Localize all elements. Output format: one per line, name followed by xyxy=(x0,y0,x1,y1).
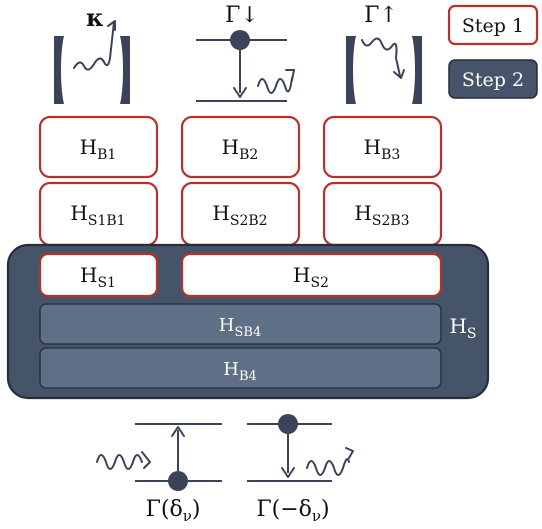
bath-b3-sub: B3 xyxy=(381,147,400,163)
svg-text:HB4: HB4 xyxy=(223,359,257,384)
svg-text:HS1: HS1 xyxy=(80,263,116,291)
coupling-sb4-sub: SB4 xyxy=(234,325,261,340)
system-block: HS HS1 HS2 HSB4 HB4 xyxy=(6,243,490,400)
coupling-s2b3-sub: S2B3 xyxy=(372,213,410,229)
svg-text:HB1: HB1 xyxy=(80,135,117,163)
emission-icon xyxy=(196,30,295,102)
system-s2-sub: S2 xyxy=(310,275,329,291)
bath-b1-main: H xyxy=(80,135,97,159)
bath-box-b4: HB4 xyxy=(39,347,442,389)
process-gamma-minus-delta-label: Γ(−δν) xyxy=(256,497,329,525)
bath-b3-main: H xyxy=(364,135,381,159)
legend-step1: Step 1 xyxy=(447,4,539,46)
legend-step2: Step 2 xyxy=(448,59,538,99)
coupling-sb4-main: H xyxy=(219,315,235,336)
bath-b1-sub: B1 xyxy=(97,147,116,163)
process-kappa-label: κ xyxy=(86,3,104,32)
system-s1-main: H xyxy=(80,263,97,287)
system-s2-main: H xyxy=(293,263,310,287)
bath-b2-sub: B2 xyxy=(239,147,258,163)
coupling-box-sb4: HSB4 xyxy=(39,303,442,345)
coupling-s2b3-main: H xyxy=(354,201,371,225)
system-label: HS xyxy=(449,314,476,342)
svg-text:HB2: HB2 xyxy=(222,135,259,163)
coupling-s2b2-sub: S2B2 xyxy=(230,213,268,229)
bath-box-b3: HB3 xyxy=(322,115,443,179)
process-gamma-up-label: Γ↑ xyxy=(364,3,398,28)
system-box-s1: HS1 xyxy=(38,252,159,298)
cavity-decay-icon xyxy=(54,20,130,104)
svg-text:HS2: HS2 xyxy=(293,263,329,291)
cavity-pump-icon xyxy=(346,36,422,104)
svg-text:HSB4: HSB4 xyxy=(219,315,261,340)
system-s1-sub: S1 xyxy=(97,275,116,291)
coupling-box-s2b2: HS2B2 xyxy=(180,181,301,247)
svg-text:HS1B1: HS1B1 xyxy=(70,201,125,229)
legend: Step 1 Step 2 xyxy=(447,4,539,99)
svg-text:HS2B3: HS2B3 xyxy=(354,201,409,229)
bath-box-b1: HB1 xyxy=(38,115,159,179)
absorption-icon xyxy=(96,423,222,491)
bath-b2-main: H xyxy=(222,135,239,159)
bath-box-b2: HB2 xyxy=(180,115,301,179)
process-gamma-delta-label: Γ(δν) xyxy=(146,497,201,525)
coupling-s2b2-main: H xyxy=(212,201,229,225)
svg-text:HB3: HB3 xyxy=(364,135,401,163)
svg-text:HS2B2: HS2B2 xyxy=(212,201,267,229)
bath-b4-main: H xyxy=(223,359,239,380)
coupling-box-s1b1: HS1B1 xyxy=(38,181,159,247)
system-box-s2: HS2 xyxy=(180,252,443,298)
coupling-s1b1-sub: S1B1 xyxy=(88,213,126,229)
legend-step2-label: Step 2 xyxy=(462,69,524,91)
legend-step1-label: Step 1 xyxy=(462,15,524,37)
coupling-box-s2b3: HS2B3 xyxy=(322,181,443,247)
emission-down-icon xyxy=(247,414,354,482)
bath-b4-sub: B4 xyxy=(239,369,257,384)
process-gamma-down-label: Γ↓ xyxy=(225,3,259,28)
coupling-s1b1-main: H xyxy=(70,201,87,225)
